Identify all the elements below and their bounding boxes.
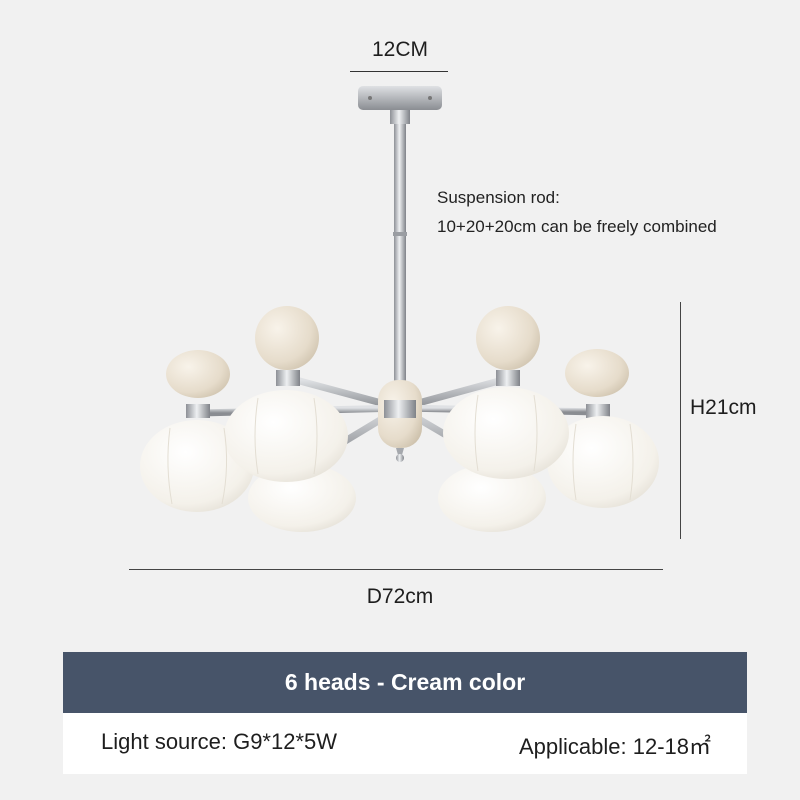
rod-note-line2: 10+20+20cm can be freely combined xyxy=(437,217,717,236)
suspension-rod xyxy=(394,124,406,382)
lamp-outer-right xyxy=(547,349,659,508)
suspension-rod-note: Suspension rod: 10+20+20cm can be freely… xyxy=(437,183,717,241)
lamp-front-left xyxy=(224,306,348,482)
canopy-dimension-line xyxy=(350,71,448,72)
diameter-label: D72cm xyxy=(366,585,434,608)
rod-note-line1: Suspension rod: xyxy=(437,188,560,207)
height-label: H21cm xyxy=(690,396,757,419)
center-hub xyxy=(378,380,422,462)
diameter-dimension-line xyxy=(129,569,663,570)
product-variant-banner: 6 heads - Cream color xyxy=(63,652,747,713)
spec-row: Light source: G9*12*5W Applicable: 12-18… xyxy=(63,713,747,774)
applicable-area-spec: Applicable: 12-18㎡ xyxy=(518,734,711,759)
height-dimension-line xyxy=(680,302,681,539)
ceiling-canopy xyxy=(358,86,442,124)
lamp-front-right xyxy=(443,306,569,479)
canopy-width-label: 12CM xyxy=(371,38,429,61)
light-source-spec: Light source: G9*12*5W xyxy=(101,729,338,754)
lamp-shade-back xyxy=(248,464,546,532)
